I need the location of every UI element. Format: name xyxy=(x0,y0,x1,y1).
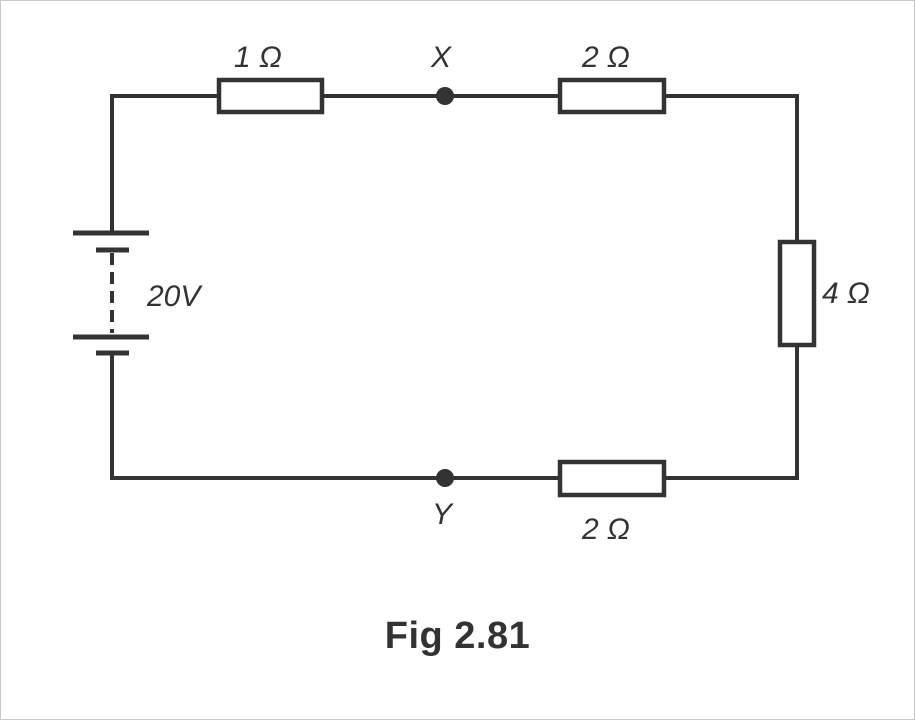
battery-symbol xyxy=(73,230,149,356)
battery-voltage-label: 20V xyxy=(146,280,203,313)
resistor-2-ohm-bottom-label: 2 Ω xyxy=(581,513,630,546)
resistor-2-ohm-top xyxy=(557,77,667,115)
resistor-2-ohm-bottom xyxy=(557,459,667,498)
node-y-label: Y xyxy=(432,498,454,531)
node-x-dot xyxy=(436,87,454,105)
wires xyxy=(110,94,799,480)
resistor-1-ohm-label: 1 Ω xyxy=(234,41,282,74)
node-y-dot xyxy=(436,469,454,487)
resistor-4-ohm-label: 4 Ω xyxy=(822,277,870,310)
figure-caption: Fig 2.81 xyxy=(384,615,531,657)
node-x-label: X xyxy=(430,41,452,74)
resistor-2-ohm-top-label: 2 Ω xyxy=(581,41,630,74)
resistor-1-ohm xyxy=(216,77,325,115)
resistor-4-ohm xyxy=(777,239,817,348)
